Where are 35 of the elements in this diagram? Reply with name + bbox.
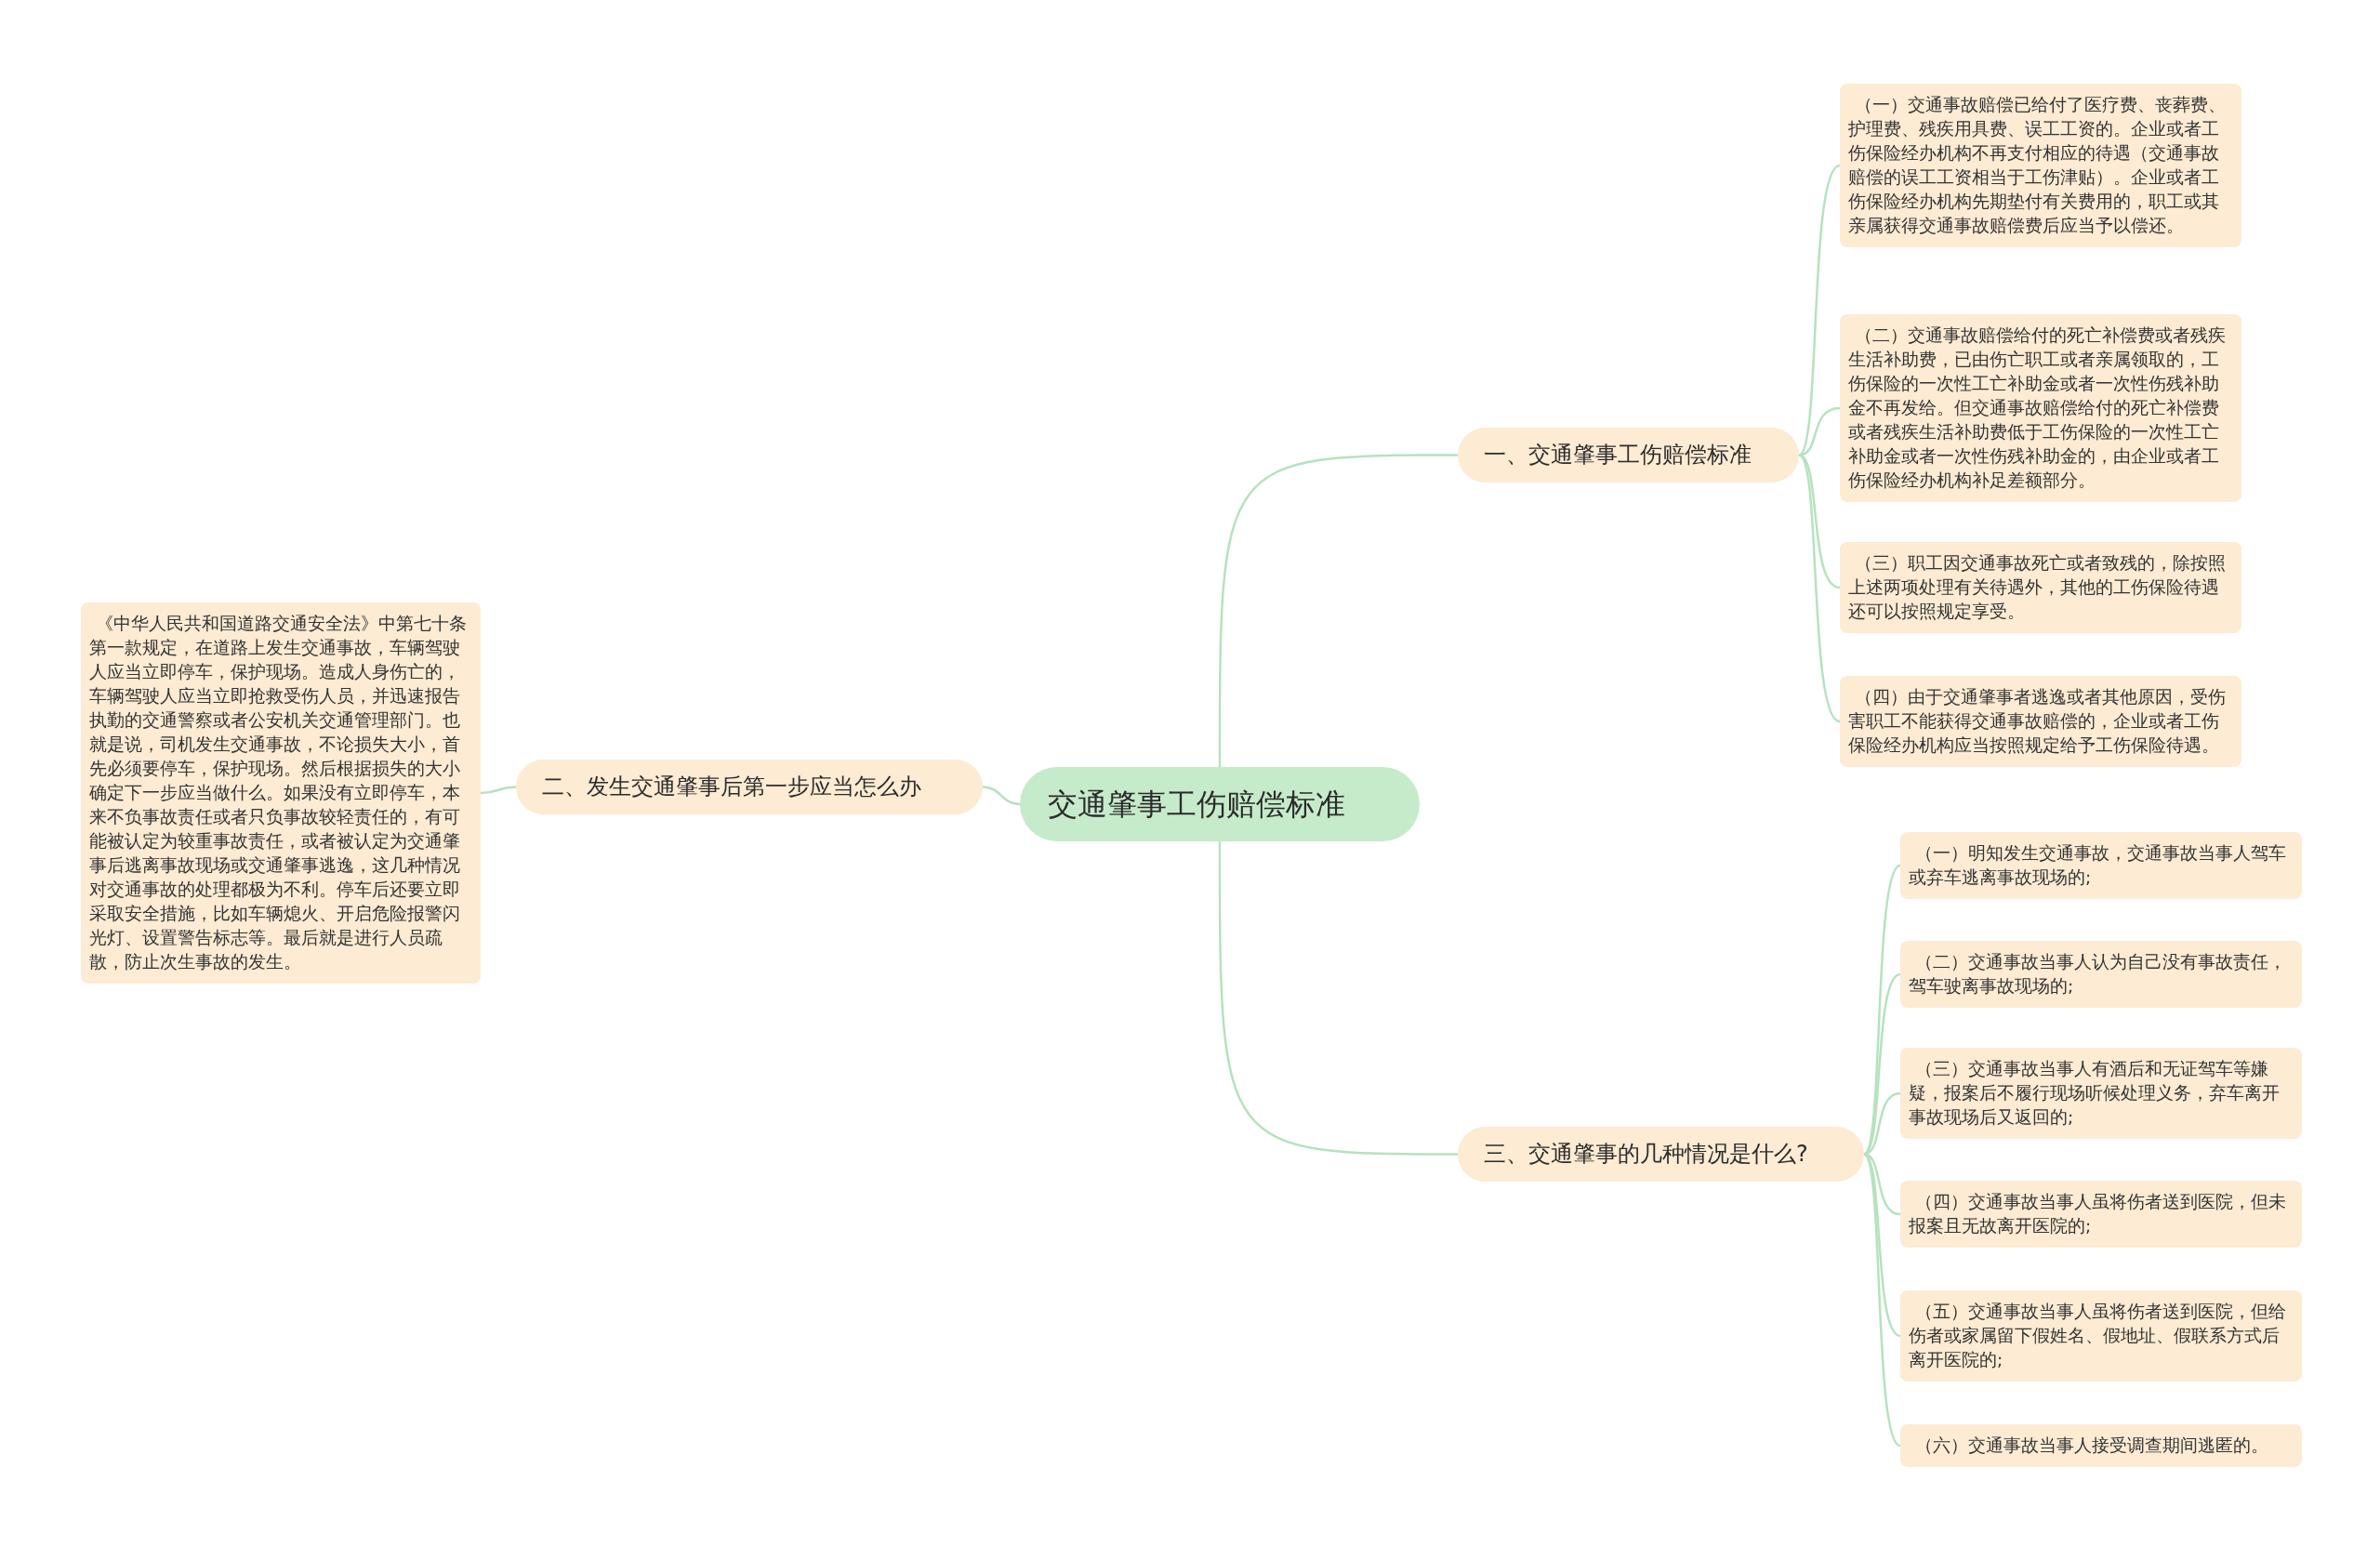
detail-text: （二）交通事故当事人认为自己没有事故责任，驾车驶离事故现场的; (1909, 951, 2288, 998)
detail-card (1900, 1181, 2302, 1248)
detail-text: （四）由于交通肇事者逃逸或者其他原因，受伤害职工不能获得交通事故赔偿的，企业或者工伤保险经办机构应当按照规定给予工伤保险待遇。 (1848, 686, 2228, 757)
detail-text: （二）交通事故赔偿给付的死亡补偿费或者残疾生活补助费，已由伤亡职工或者亲属领取的，工伤保险的一次性工亡补助金或者一次性伤残补助金不再发给。但交通事故赔偿给付的死亡补偿费或者残疾生活补助费低于工伤保险的一次性工亡补助金或者一次性伤残补助金的，由企业或者工伤保险经办机构补足差额部分。 (1848, 324, 2228, 492)
detail-text: （一）交通事故赔偿已给付了医疗费、丧葬费、护理费、残疾用具费、误工工资的。企业或者工伤保险经办机构不再支付相应的待遇（交通事故赔偿的误工工资相当于工伤津贴）。企业或者工伤保险经办机构先期垫付有关费用的，职工或其亲属获得交通事故赔偿费后应当予以偿还。 (1848, 94, 2228, 237)
detail-text: （一）明知发生交通事故，交通事故当事人驾车或弃车逃离事故现场的; (1909, 842, 2288, 889)
connector-line (1863, 1153, 1901, 1447)
detail-card (1900, 1424, 2302, 1467)
detail-text: （三）交通事故当事人有酒后和无证驾车等嫌疑，报案后不履行现场听候处理义务，弃车离开事故现场后又返回的; (1909, 1058, 2281, 1129)
detail-card (1900, 832, 2302, 899)
detail-text: （三）职工因交通事故死亡或者致残的，除按照上述两项处理有关待遇外，其他的工伤保险待遇还可以按照规定享受。 (1848, 552, 2228, 623)
detail-card (1900, 1048, 2302, 1139)
detail-text: （五）交通事故当事人虽将伤者送到医院，但给伤者或家属留下假姓名、假地址、假联系方式后离开医院的; (1909, 1301, 2288, 1371)
detail-card (1840, 84, 2241, 247)
connector-line (1863, 1153, 1901, 1338)
detail-text: 《中华人民共和国道路交通安全法》中第七十条第一款规定，在道路上发生交通事故，车辆驾驶人应当立即停车，保护现场。造成人身伤亡的，车辆驾驶人应当立即抢救受伤人员，并迅速报告执勤的交通警察或者公安机关交通管理部门。也就是说，司机发生交通事故，不论损失大小，首先必须要停车，保护现场。然后根据损失的大小确定下一步应当做什么。如果没有立即停车，本来不负事故责任或者只负事故较轻责任的，有可能被认定为较重事故责任，或者被认定为交通肇事后逃离事故现场或交通肇事逃逸，这几种情况对交通事故的处理都极为不利。停车后还要立即采取安全措施，比如车辆熄火、开启危险报警闪光灯、设置警告标志等。最后就是进行人员疏散，防止次生事故的发生。 (89, 613, 469, 973)
detail-card (1840, 676, 2241, 767)
connector-line (982, 786, 1021, 806)
detail-card (1900, 941, 2302, 1008)
connector-line (480, 786, 517, 795)
detail-card (1840, 314, 2241, 502)
detail-card (1900, 1290, 2302, 1382)
topic-text: 一、交通肇事工伤赔偿标准 (1484, 441, 1752, 469)
topic-text: 二、发生交通肇事后第一步应当怎么办 (542, 773, 922, 801)
topic-text: 交通肇事工伤赔偿标准 (1048, 786, 1346, 823)
detail-card (1840, 542, 2241, 633)
connector-line (1863, 972, 1901, 1156)
connector-line (1218, 841, 1458, 1156)
connector-line (1798, 165, 1841, 456)
connector-line (1863, 865, 1901, 1156)
topic-text: 三、交通肇事的几种情况是什么? (1484, 1140, 1809, 1169)
detail-text: （六）交通事故当事人接受调查期间逃匿的。 (1914, 1435, 2270, 1457)
connector-line (1218, 454, 1458, 767)
detail-text: （四）交通事故当事人虽将伤者送到医院，但未报案且无故离开医院的; (1909, 1191, 2288, 1237)
connector-line (1798, 454, 1841, 722)
